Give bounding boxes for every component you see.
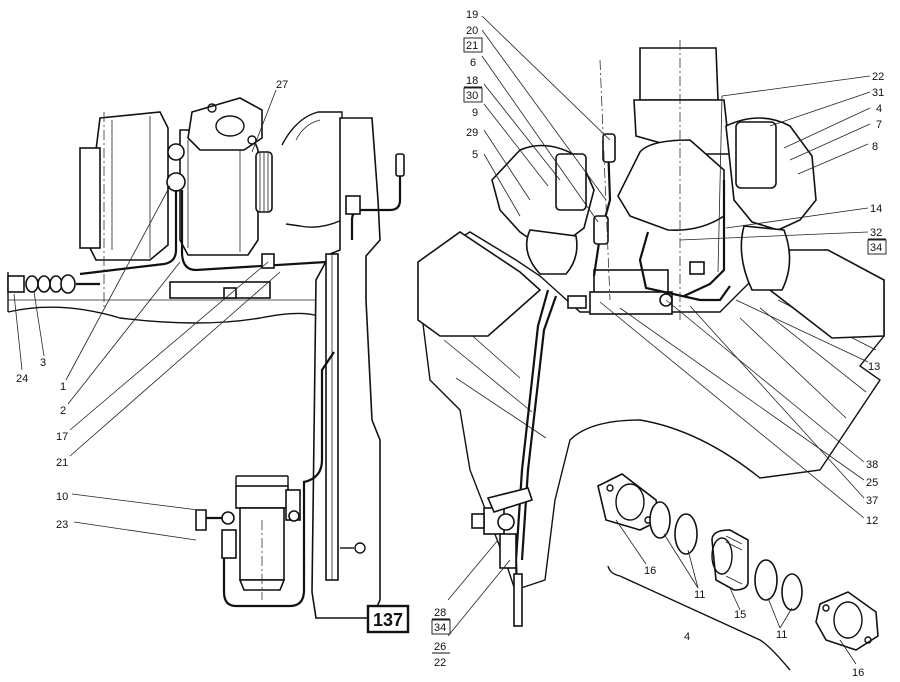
callouts-right: 22 31 4 7 8 14 32 34 13 38 25 37 12 16 1… — [644, 71, 887, 679]
centre-union-mid — [593, 215, 609, 245]
exploded-connector-parts — [597, 473, 879, 671]
callout: 13 — [868, 361, 880, 373]
exhaust-flange-bore — [215, 115, 245, 137]
callout: 37 — [866, 495, 878, 507]
callout-box — [463, 87, 483, 103]
inlet-fittings-left — [7, 274, 100, 294]
callout: 34 — [870, 242, 882, 254]
callout: 34 — [434, 622, 446, 634]
pedestal-bolt-right — [689, 261, 705, 275]
callout: 5 — [472, 149, 478, 161]
callout: 20 — [466, 25, 478, 37]
callout: 30 — [466, 90, 478, 102]
callout: 11 — [694, 589, 705, 601]
exhaust-elbow — [281, 111, 343, 228]
callout: 32 — [870, 227, 882, 239]
callout-box — [463, 37, 483, 53]
left-clamp — [555, 153, 587, 211]
callout: 11 — [776, 629, 787, 641]
callout: 38 — [866, 459, 878, 471]
callout-box — [867, 239, 887, 255]
callout: 28 — [434, 607, 446, 619]
callout: 22 — [872, 71, 884, 83]
callout: 25 — [866, 477, 878, 489]
callout: 16 — [644, 565, 656, 577]
oil-banjo-fitting — [167, 143, 185, 161]
upper-housing-neck — [633, 99, 731, 155]
callout: 26 — [434, 641, 446, 653]
leader-lines — [13, 15, 871, 665]
pedestal-flange — [589, 291, 673, 315]
centre-union-top — [602, 133, 616, 163]
exhaust-flange — [187, 97, 263, 151]
oil-banjo-fitting-lower — [166, 172, 186, 192]
figure-number-badge: 137 — [366, 604, 410, 634]
callout: 14 — [870, 203, 882, 215]
turbo-outlet-bellows — [255, 151, 273, 213]
callout: 10 — [56, 491, 68, 503]
block-inner-lines — [431, 299, 877, 439]
callouts-left: 27 24 3 1 2 17 21 10 23 — [16, 79, 288, 531]
callout-box — [431, 619, 451, 635]
callout: 1 — [60, 381, 66, 393]
elbow-detail — [295, 119, 321, 141]
flange-bolt — [247, 135, 257, 145]
pedestal-bolt-left — [567, 295, 587, 309]
oil-filter-assembly — [195, 475, 301, 591]
right-elbow-pipe — [740, 225, 791, 291]
bracket-bolt — [223, 287, 237, 299]
callout: 21 — [466, 40, 478, 52]
callout: 24 — [16, 373, 28, 385]
callout: 21 — [56, 457, 68, 469]
callout: 23 — [56, 519, 68, 531]
top-union — [395, 153, 405, 177]
centre-drain-pipe — [683, 180, 726, 297]
plate-bolt — [354, 542, 366, 554]
callout: 29 — [466, 127, 478, 139]
callout: 2 — [60, 405, 66, 417]
callout: 12 — [866, 515, 878, 527]
callout: 7 — [876, 119, 882, 131]
filter-feed-pipe — [222, 351, 335, 608]
callout: 6 — [470, 57, 476, 69]
right-side-pipe — [638, 231, 731, 302]
left-block-outline — [7, 291, 330, 324]
callout: 8 — [872, 141, 878, 153]
bottom-fitting-assembly — [471, 487, 534, 627]
callout: 9 — [472, 107, 478, 119]
oil-pipe-1 — [79, 190, 178, 276]
left-elbow-pipe — [525, 229, 578, 275]
callout: 3 — [40, 357, 46, 369]
callout: 18 — [466, 75, 478, 87]
callout: 22 — [434, 657, 446, 669]
turbine-detail — [187, 134, 241, 252]
callout: 19 — [466, 9, 478, 21]
callout: 16 — [852, 667, 864, 679]
right-clamp — [735, 121, 777, 189]
callout: 4 — [684, 631, 690, 643]
centre-oil-pipe — [592, 143, 612, 277]
left-view-engine-side — [7, 97, 405, 619]
pipe-clamp-top — [345, 195, 361, 215]
flange-bolt — [207, 103, 217, 113]
axis-line — [599, 59, 611, 301]
callout: 31 — [872, 87, 884, 99]
left-cylinder-head — [417, 231, 542, 337]
front-view-engine — [417, 40, 885, 671]
callout: 4 — [876, 103, 882, 115]
turbo-inlet — [79, 147, 101, 249]
turbo-mount-bracket — [169, 281, 271, 299]
callout: 17 — [56, 431, 68, 443]
feed-pipe-top — [350, 162, 402, 240]
long-vertical-pipe-2 — [520, 295, 558, 561]
figure-number: 137 — [373, 610, 403, 630]
callout: 15 — [734, 609, 746, 621]
upper-housing — [639, 47, 719, 101]
callouts-center: 19 20 21 6 18 30 9 29 5 28 34 26 22 — [431, 9, 483, 669]
callout: 27 — [276, 79, 288, 91]
